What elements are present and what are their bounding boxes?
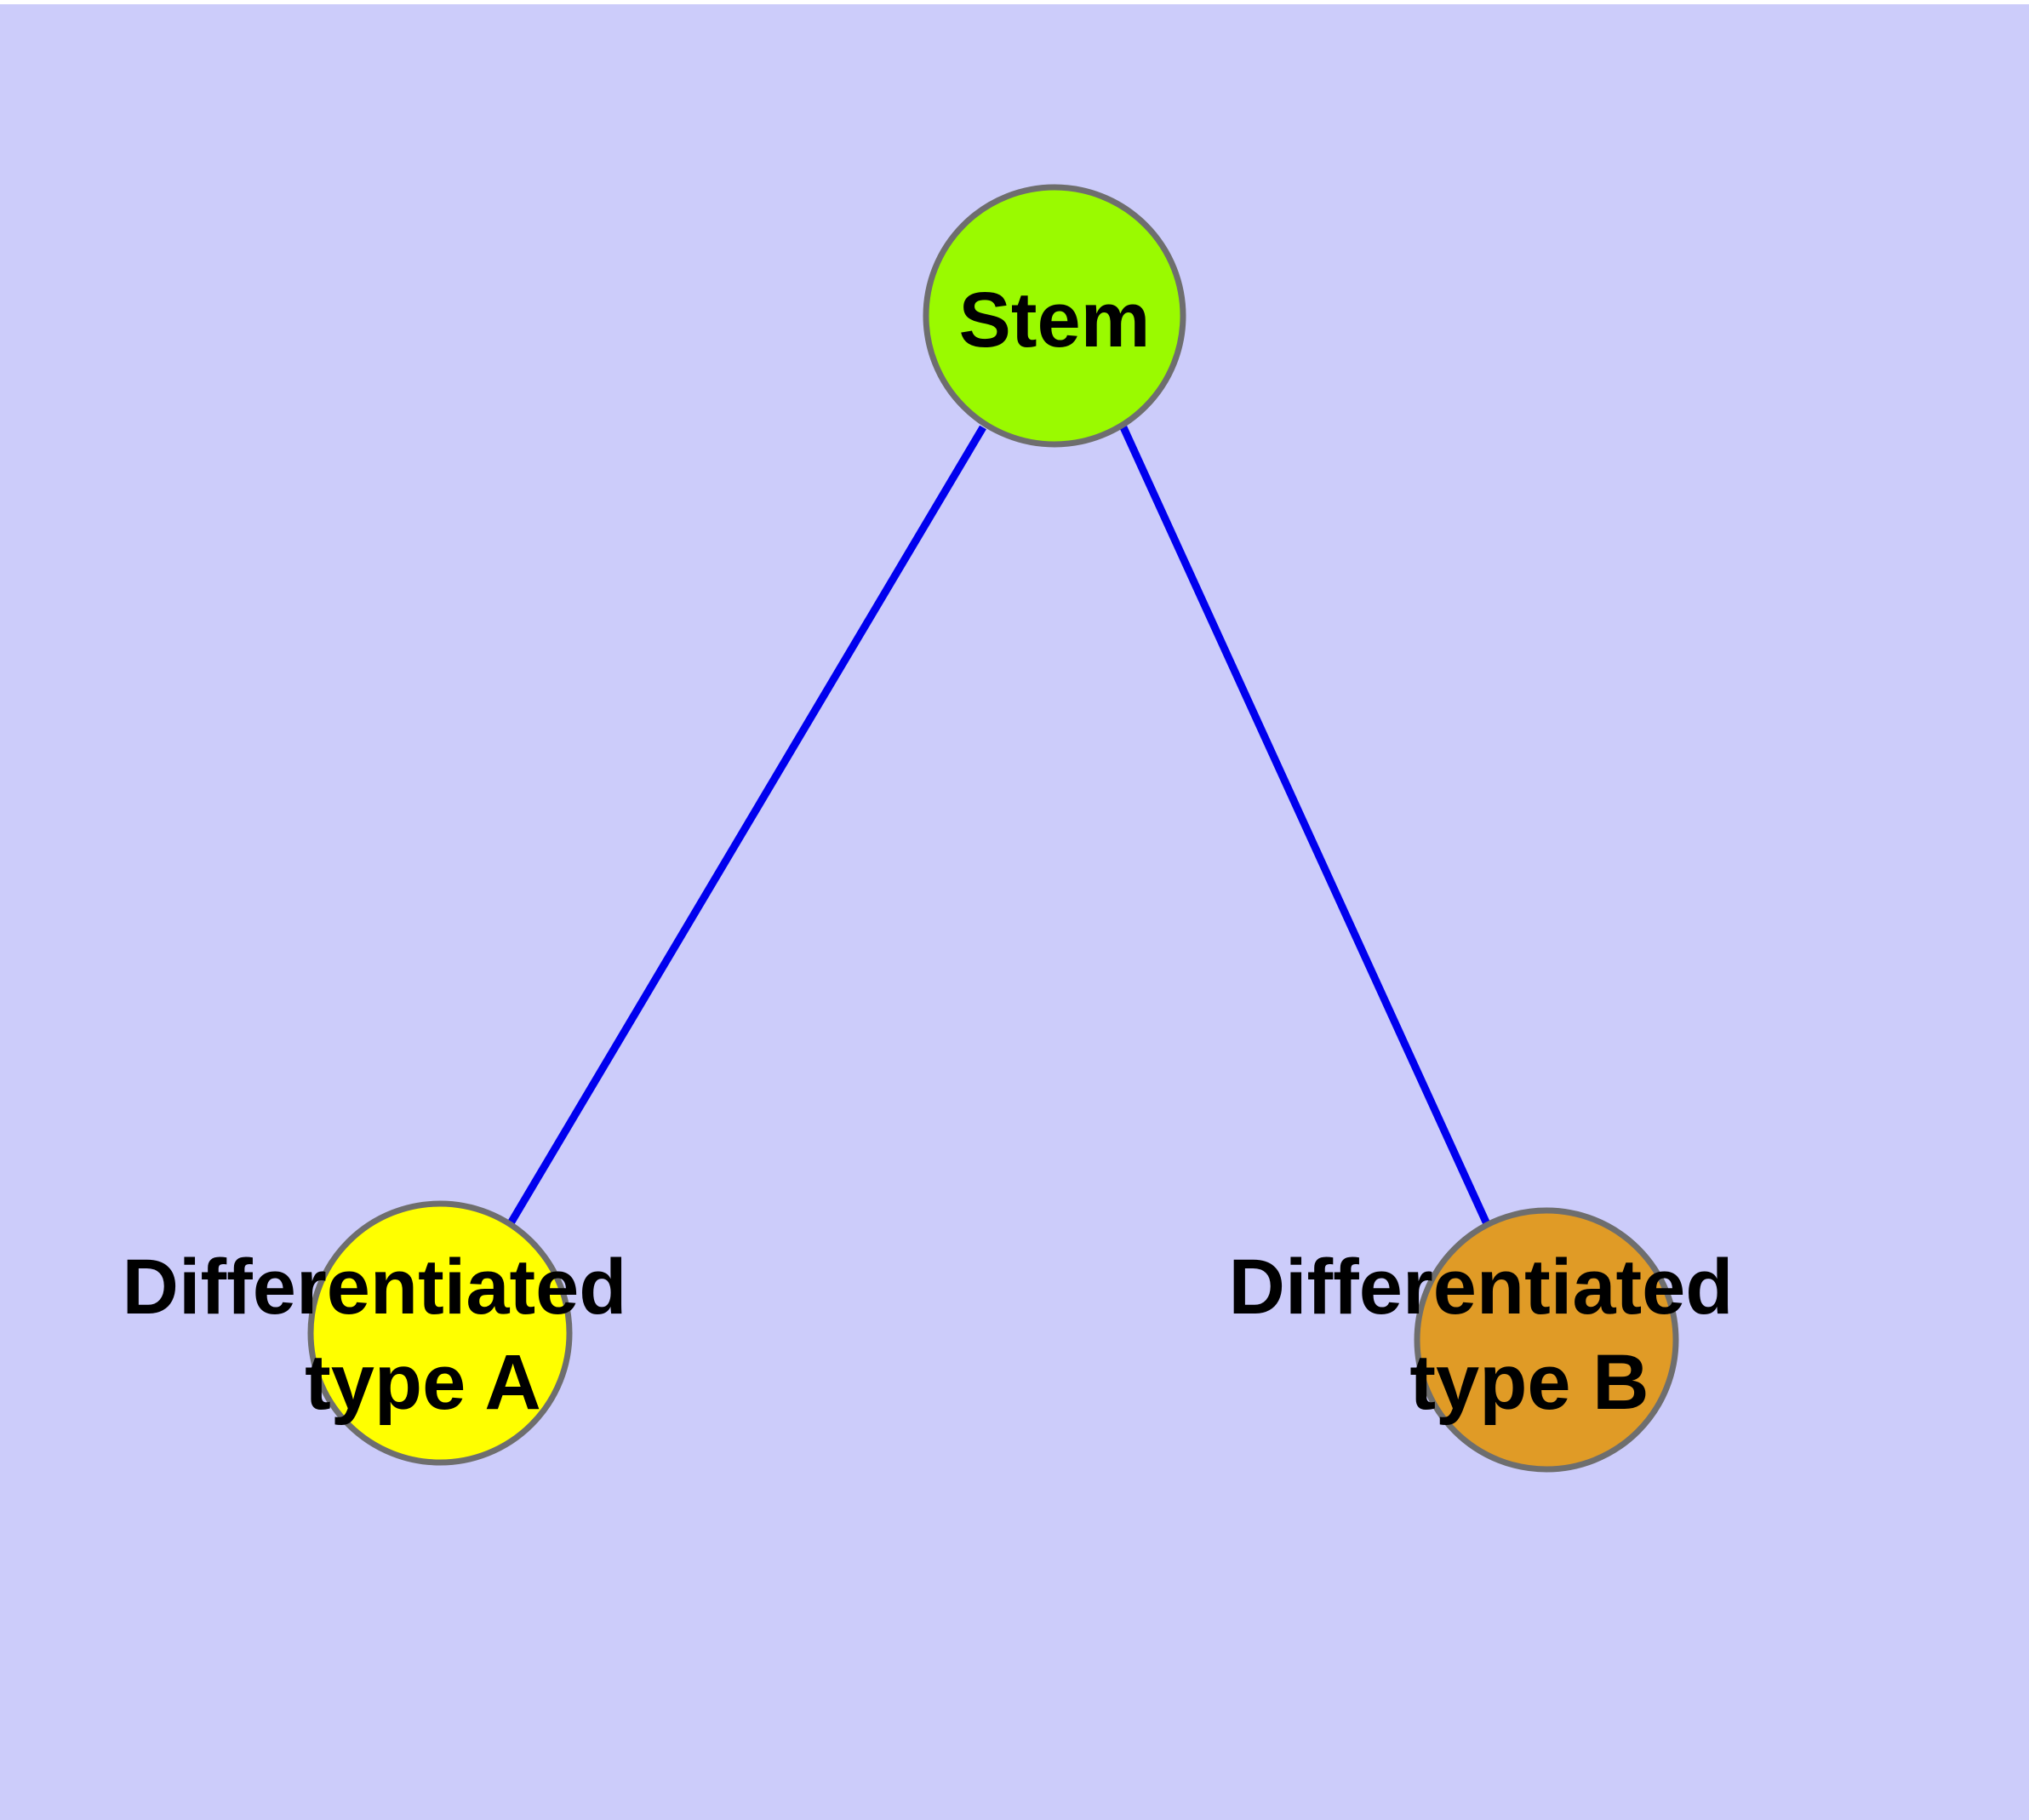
node-label-differentiated-type-b-line-1: Differentiated [1229, 1244, 1734, 1331]
node-differentiated-type-a[interactable] [307, 1200, 573, 1466]
node-stem[interactable] [923, 184, 1186, 448]
node-differentiated-type-b[interactable] [1414, 1207, 1679, 1473]
node-label-differentiated-type-b-line-2: type B [1409, 1339, 1649, 1426]
node-label-differentiated-type-a-line-2: type A [305, 1339, 541, 1426]
label-layer: Stem Differentiated type A Differentiate… [123, 277, 1734, 1426]
node-layer [307, 184, 1679, 1473]
edge-stem-to-differentiated-type-b[interactable] [1119, 426, 1492, 1228]
edge-stem-to-differentiated-type-a[interactable] [507, 425, 986, 1226]
node-label-stem: Stem [959, 277, 1151, 363]
edge-layer [507, 425, 1492, 1228]
node-label-differentiated-type-a-line-1: Differentiated [123, 1244, 627, 1331]
